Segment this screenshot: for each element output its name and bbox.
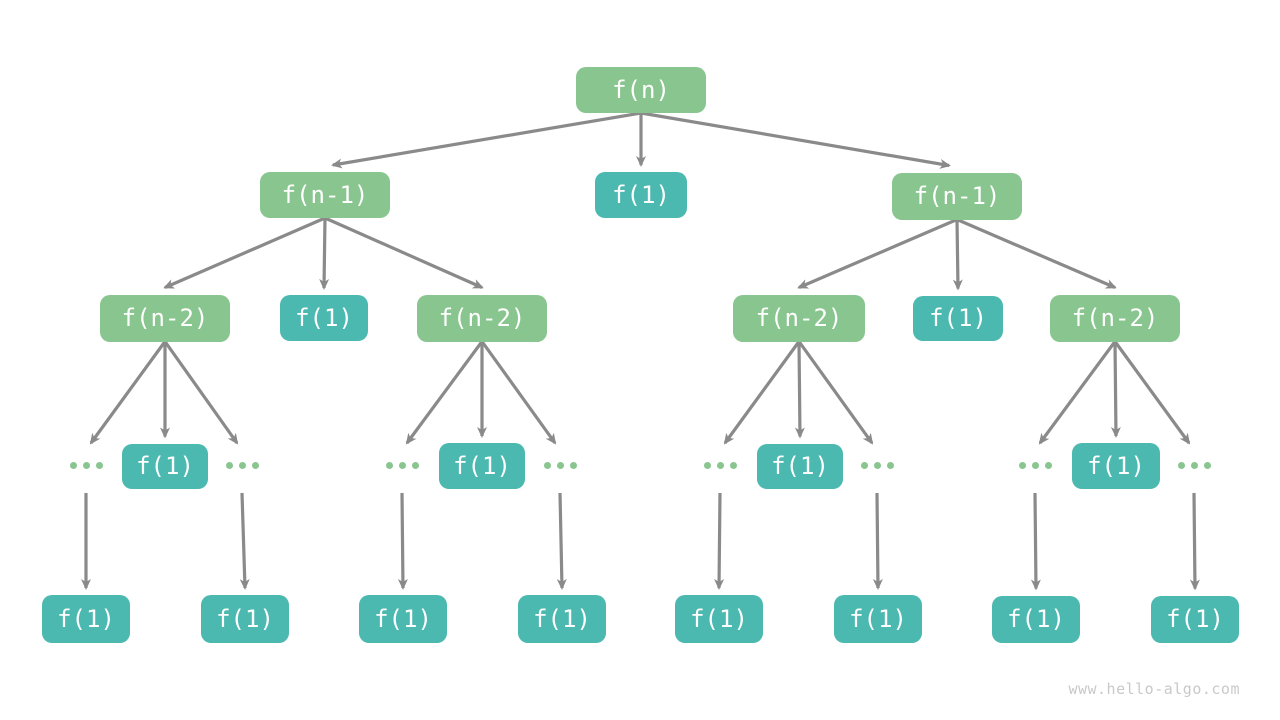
ellipsis-dot xyxy=(716,461,724,469)
edge-b6-c12 xyxy=(1113,340,1191,445)
ellipsis-dot xyxy=(1190,461,1198,469)
tree-node-c8: f(1) xyxy=(757,443,843,489)
ellipsis-dot xyxy=(729,461,737,469)
ellipsis-dot xyxy=(69,461,77,469)
edge-a1-b2 xyxy=(319,217,330,290)
ellipsis-dot xyxy=(543,461,551,469)
edge-b6-c10 xyxy=(1038,340,1117,445)
edge-c12-d8 xyxy=(1189,492,1200,591)
tree-node-d3: f(1) xyxy=(359,595,447,643)
edge-b4-c8 xyxy=(794,341,805,439)
ellipsis-dot xyxy=(385,461,393,469)
edge-b6-c11 xyxy=(1110,341,1121,438)
edge-b3-c6 xyxy=(480,340,557,445)
ellipsis-node-c3 xyxy=(225,458,259,472)
ellipsis-dot xyxy=(1031,461,1039,469)
ellipsis-dot xyxy=(411,461,419,469)
tree-node-a3: f(n-1) xyxy=(892,172,1022,220)
ellipsis-dot xyxy=(1018,461,1026,469)
tree-node-c5: f(1) xyxy=(439,443,525,489)
tree-node-d8: f(1) xyxy=(1151,595,1239,643)
tree-node-root: f(n) xyxy=(576,67,706,113)
tree-node-d7: f(1) xyxy=(992,595,1080,643)
tree-node-d6: f(1) xyxy=(834,595,922,643)
tree-node-d2: f(1) xyxy=(201,595,289,643)
tree-node-c11: f(1) xyxy=(1072,443,1160,489)
ellipsis-node-c4 xyxy=(385,458,419,472)
ellipsis-dot xyxy=(238,461,246,469)
tree-node-c2: f(1) xyxy=(122,443,208,489)
ellipsis-dot xyxy=(556,461,564,469)
tree-node-d5: f(1) xyxy=(675,595,763,643)
edge-root-a1 xyxy=(331,111,642,169)
ellipsis-dot xyxy=(703,461,711,469)
ellipsis-node-c10 xyxy=(1018,458,1052,472)
ellipsis-dot xyxy=(860,461,868,469)
tree-node-b5: f(1) xyxy=(913,295,1003,341)
ellipsis-dot xyxy=(398,461,406,469)
ellipsis-node-c6 xyxy=(543,458,577,472)
edge-b4-c9 xyxy=(797,340,874,445)
edge-a1-b1 xyxy=(163,216,326,289)
edge-c3-d2 xyxy=(239,492,250,590)
edge-a1-b3 xyxy=(324,216,484,289)
edge-a3-b4 xyxy=(797,218,958,289)
edge-a3-b5 xyxy=(952,219,963,291)
ellipsis-dot xyxy=(95,461,103,469)
ellipsis-node-c7 xyxy=(703,458,737,472)
edge-root-a3 xyxy=(640,111,951,169)
tree-node-b3: f(n-2) xyxy=(417,294,547,342)
tree-node-d1: f(1) xyxy=(42,595,130,643)
edge-c4-d3 xyxy=(397,492,408,590)
tree-node-a1: f(n-1) xyxy=(260,172,390,218)
tree-node-a2: f(1) xyxy=(595,172,687,218)
edge-c7-d5 xyxy=(714,492,725,590)
edge-b3-c4 xyxy=(405,340,484,445)
edge-c6-d4 xyxy=(556,492,567,590)
ellipsis-dot xyxy=(1177,461,1185,469)
ellipsis-dot xyxy=(873,461,881,469)
ellipsis-dot xyxy=(251,461,259,469)
tree-node-b2: f(1) xyxy=(280,295,368,341)
edge-c10-d7 xyxy=(1030,492,1041,591)
ellipsis-node-c12 xyxy=(1177,458,1211,472)
ellipsis-dot xyxy=(886,461,894,469)
ellipsis-node-c9 xyxy=(860,458,894,472)
watermark: www.hello-algo.com xyxy=(1068,680,1240,698)
edge-c9-d6 xyxy=(872,492,883,590)
edge-b4-c7 xyxy=(723,340,801,445)
ellipsis-node-c1 xyxy=(69,458,103,472)
tree-node-d4: f(1) xyxy=(518,595,606,643)
ellipsis-dot xyxy=(569,461,577,469)
ellipsis-dot xyxy=(1203,461,1211,469)
tree-node-b1: f(n-2) xyxy=(100,294,230,342)
tree-node-b4: f(n-2) xyxy=(733,294,865,342)
tree-node-b6: f(n-2) xyxy=(1050,294,1180,342)
ellipsis-dot xyxy=(82,461,90,469)
ellipsis-dot xyxy=(225,461,233,469)
edge-a3-b6 xyxy=(956,218,1117,289)
edge-b1-c3 xyxy=(163,340,239,445)
ellipsis-dot xyxy=(1044,461,1052,469)
edge-b1-c1 xyxy=(89,340,167,445)
